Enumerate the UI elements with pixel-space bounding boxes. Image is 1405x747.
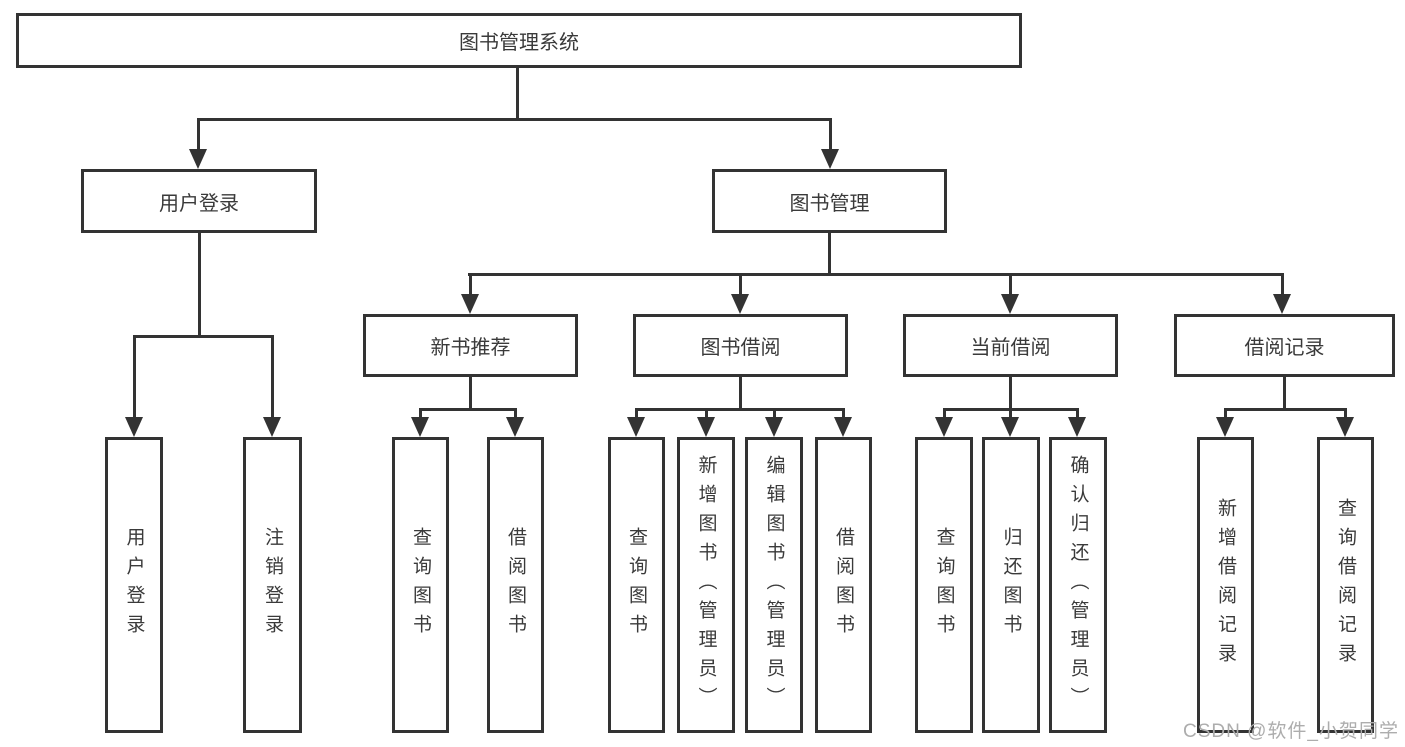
connector-line [842, 408, 845, 420]
arrowhead-down-icon [461, 294, 479, 314]
arrowhead-down-icon [1336, 417, 1354, 437]
leaf-borrow-books-recommend: 借阅图书 [487, 437, 544, 733]
connector-line [1224, 408, 1347, 411]
leaf-confirm-return-admin: 确认归还（管理员） [1049, 437, 1107, 733]
connector-line [469, 377, 472, 411]
leaf-query-borrow-record: 查询借阅记录 [1317, 437, 1374, 733]
node-current-borrowing: 当前借阅 [903, 314, 1118, 377]
node-book-management: 图书管理 [712, 169, 947, 233]
connector-line [197, 118, 831, 121]
connector-line [1076, 408, 1079, 420]
arrowhead-down-icon [834, 417, 852, 437]
node-user-login-branch: 用户登录 [81, 169, 317, 233]
connector-line [829, 118, 832, 152]
node-library-system: 图书管理系统 [16, 13, 1022, 68]
connector-line [1281, 273, 1284, 297]
leaf-query-books-current: 查询图书 [915, 437, 973, 733]
connector-line [1344, 408, 1347, 420]
connector-line [705, 408, 708, 420]
connector-line [197, 118, 200, 152]
connector-line [739, 377, 742, 411]
arrowhead-down-icon [765, 417, 783, 437]
connector-line [419, 408, 422, 420]
leaf-borrow-books: 借阅图书 [815, 437, 872, 733]
arrowhead-down-icon [1001, 417, 1019, 437]
csdn-watermark: CSDN @软件_小贺同学 [1183, 721, 1399, 742]
leaf-logout: 注销登录 [243, 437, 302, 733]
arrowhead-down-icon [189, 149, 207, 169]
leaf-query-books-recommend: 查询图书 [392, 437, 449, 733]
arrowhead-down-icon [935, 417, 953, 437]
connector-line [828, 233, 831, 276]
connector-line [419, 408, 517, 411]
connector-line [468, 273, 1284, 276]
arrowhead-down-icon [627, 417, 645, 437]
connector-line [133, 335, 274, 338]
leaf-add-book-admin: 新增图书（管理员） [677, 437, 735, 733]
connector-line [1224, 408, 1227, 420]
connector-line [1009, 273, 1012, 297]
leaf-query-books-borrowing: 查询图书 [608, 437, 665, 733]
connector-line [943, 408, 946, 420]
leaf-user-login: 用户登录 [105, 437, 163, 733]
arrowhead-down-icon [821, 149, 839, 169]
connector-line [516, 68, 519, 120]
node-book-borrowing: 图书借阅 [633, 314, 848, 377]
connector-line [271, 335, 274, 420]
arrowhead-down-icon [731, 294, 749, 314]
arrowhead-down-icon [506, 417, 524, 437]
arrowhead-down-icon [697, 417, 715, 437]
leaf-add-borrow-record: 新增借阅记录 [1197, 437, 1254, 733]
connector-line [635, 408, 845, 411]
arrowhead-down-icon [125, 417, 143, 437]
connector-line [739, 273, 742, 297]
leaf-return-books: 归还图书 [982, 437, 1040, 733]
arrowhead-down-icon [263, 417, 281, 437]
arrowhead-down-icon [1001, 294, 1019, 314]
arrowhead-down-icon [1273, 294, 1291, 314]
connector-line [635, 408, 638, 420]
leaf-edit-book-admin: 编辑图书（管理员） [745, 437, 803, 733]
node-borrowing-records: 借阅记录 [1174, 314, 1395, 377]
connector-line [773, 408, 776, 420]
connector-line [469, 273, 472, 297]
connector-line [1009, 408, 1012, 420]
connector-line [514, 408, 517, 420]
arrowhead-down-icon [1068, 417, 1086, 437]
connector-line [198, 233, 201, 338]
arrowhead-down-icon [1216, 417, 1234, 437]
node-new-book-recommend: 新书推荐 [363, 314, 578, 377]
arrowhead-down-icon [411, 417, 429, 437]
connector-line [133, 335, 136, 420]
connector-line [1283, 377, 1286, 411]
connector-line [1009, 377, 1012, 411]
